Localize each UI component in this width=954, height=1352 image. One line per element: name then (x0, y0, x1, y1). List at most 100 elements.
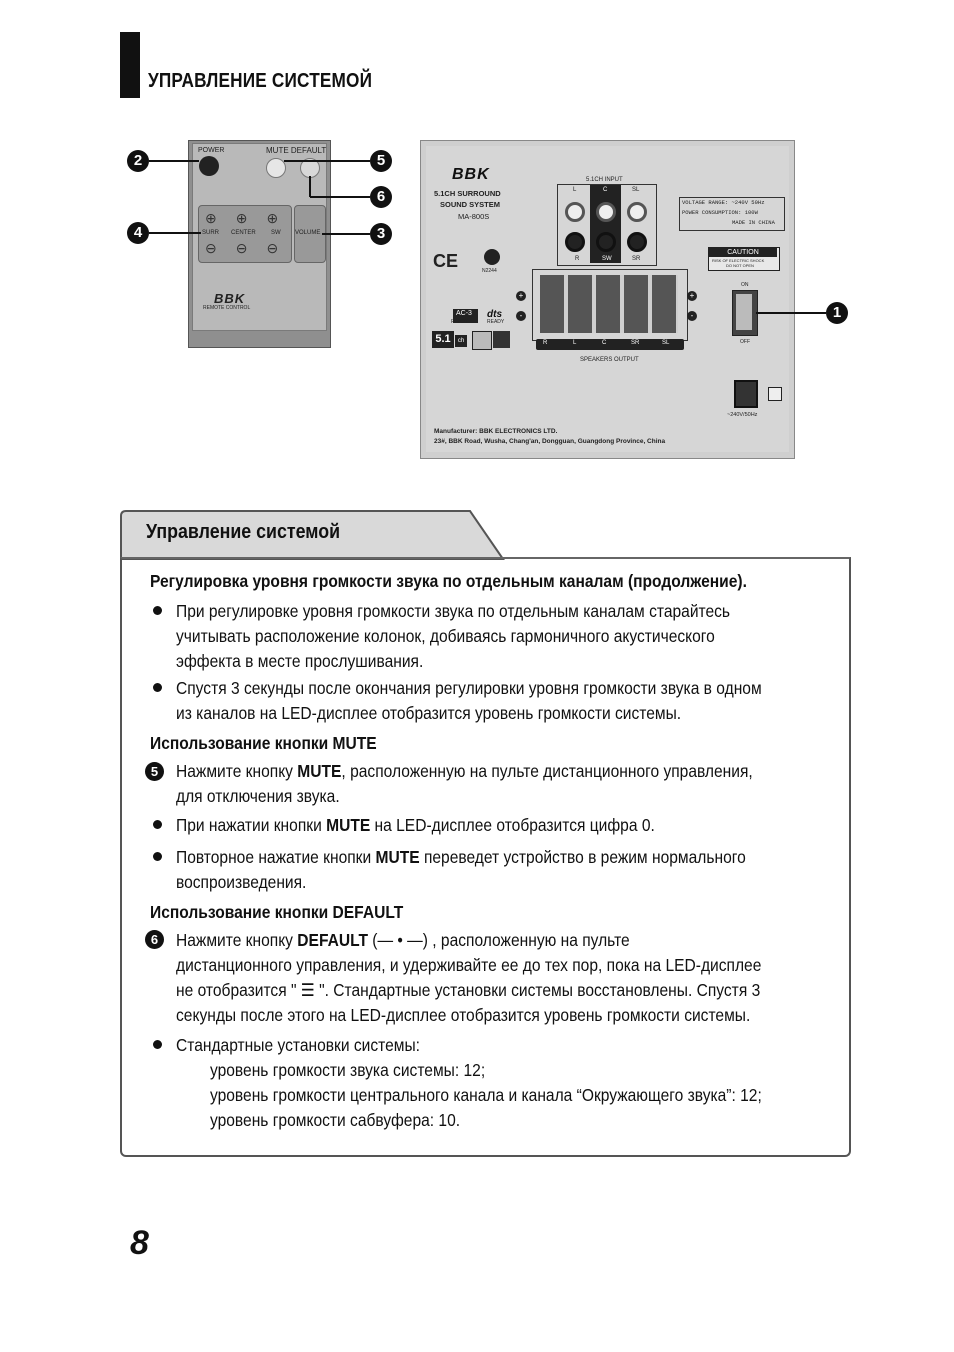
jack-c (596, 202, 616, 222)
speakers-output-label: SPEAKERS OUTPUT (580, 357, 639, 363)
ac3-ready: READY (451, 319, 469, 325)
bullet-2-line-2: из каналов на LED-дисплее отобразится ур… (176, 703, 682, 723)
mute-step-line-1: Нажмите кнопку MUTE, расположенную на пу… (176, 761, 753, 781)
mute-step-line-2: для отключения звука. (176, 786, 340, 806)
jack-label-sw: SW (602, 256, 612, 262)
callout-2-line (149, 160, 199, 162)
remote-mute-button (266, 158, 286, 178)
remote-plus-row: ⊕⊕⊕ (205, 210, 298, 226)
callout-5: 5 (370, 150, 392, 172)
panel-power: POWER CONSUMPTION: 100W (682, 209, 758, 216)
ce-mark: CE (433, 251, 459, 271)
step-number-6: 6 (145, 930, 164, 949)
speaker-terminals (540, 275, 678, 333)
panel-address: 23#, BBK Road, Wusha, Chang'an, Dongguan… (434, 438, 666, 445)
jack-label-sr: SR (632, 256, 641, 262)
remote-power-label: POWER (198, 147, 225, 154)
remote-surr-label: SURR (202, 230, 220, 236)
subtitle-mute: Использование кнопки MUTE (150, 733, 377, 753)
spk-label-sl: SL (662, 340, 670, 346)
section-tab-title: Управление системой (146, 521, 341, 543)
remote-minus-row: ⊖⊖⊖ (205, 240, 298, 256)
remote-caption: REMOTE CONTROL (203, 305, 251, 311)
default-step-line-1: Нажмите кнопку DEFAULT (— • —) , располо… (176, 930, 630, 950)
remote-brand: BBK (214, 291, 246, 306)
bullet-2-line-1: Спустя 3 секунды после окончания регулир… (176, 678, 762, 698)
bullet-2 (153, 683, 162, 692)
certification-icon (484, 249, 500, 265)
panel-line2: SOUND SYSTEM (440, 200, 501, 209)
jack-label-sl: SL (632, 187, 640, 193)
callout-3: 3 (370, 223, 392, 245)
page-number: 8 (130, 1224, 149, 1262)
jack-label-l: L (573, 187, 577, 193)
speaker-minus-left: - (516, 311, 526, 321)
remote-mute-default-label: MUTE DEFAULT (266, 146, 327, 155)
bullet-mute-2 (153, 852, 162, 861)
remote-volume-label: VOLUME (295, 230, 321, 236)
callout-3-line (322, 233, 370, 235)
panel-brand: BBK (452, 166, 490, 183)
double-insulation-icon (768, 387, 782, 401)
misc-logo (493, 331, 510, 348)
switch-off-label: OFF (740, 339, 750, 345)
bullet-1 (153, 606, 162, 615)
mute-bullet-2-line-2: воспроизведения. (176, 872, 307, 892)
default-step-line-4: секунды после этого на LED-дисплее отобр… (176, 1005, 751, 1025)
defaults-title: Стандартные установки системы: (176, 1035, 420, 1055)
callout-2: 2 (127, 150, 149, 172)
ac3-text: AC-3 (456, 310, 472, 317)
switch-on-label: ON (741, 282, 749, 288)
dts-logo: dts (487, 309, 502, 320)
panel-made: MADE IN CHINA (732, 219, 775, 226)
spk-label-c: C (602, 340, 607, 346)
mute-bullet-2-line-1: Повторное нажатие кнопки MUTE переведет … (176, 847, 746, 867)
ch-logo: ch (455, 335, 467, 347)
defaults-subwoofer-volume: уровень громкости сабвуфера: 10. (210, 1110, 461, 1130)
spk-label-r: R (543, 340, 548, 346)
section-box (120, 557, 851, 1157)
panel-line1: 5.1CH SURROUND (434, 189, 501, 198)
caution-sub2: DO NOT OPEN (726, 263, 754, 268)
header-bar (120, 32, 140, 98)
panel-manufacturer: Manufacturer: BBK ELECTRONICS LTD. (434, 428, 558, 435)
jack-sr (627, 232, 647, 252)
jack-sw (596, 232, 616, 252)
input-jack-panel (557, 184, 657, 266)
panel-model: MA-800S (458, 212, 490, 221)
speaker-plus-right: + (687, 291, 697, 301)
remote-level-pad (198, 205, 292, 263)
panel-input-title: 5.1CH INPUT (586, 177, 623, 183)
bullet-1-line-1: При регулировке уровня громкости звука п… (176, 601, 731, 621)
callout-6-line-vertical (309, 176, 311, 197)
mains-label: ~240V/50Hz (727, 412, 758, 418)
jack-r (565, 232, 585, 252)
remote-volume-pad (294, 205, 326, 263)
caution-title: CAUTION (709, 248, 777, 257)
defaults-center-surround-volume: уровень громкости центрального канала и … (210, 1085, 762, 1105)
remote-sw-label: SW (271, 230, 281, 236)
page-title: УПРАВЛЕНИЕ СИСТЕМОЙ (148, 70, 373, 92)
jack-l (565, 202, 585, 222)
dolby-logo (472, 331, 492, 350)
ac3-logo (453, 309, 478, 323)
speaker-plus-left: + (516, 291, 526, 301)
subtitle-default: Использование кнопки DEFAULT (150, 902, 404, 922)
dts-ready: READY (487, 319, 505, 325)
speaker-label-strip (536, 339, 684, 350)
panel-cert: N2244 (482, 268, 497, 274)
speaker-minus-right: - (687, 311, 697, 321)
remote-center-label: CENTER (231, 230, 256, 236)
rating-label-box (679, 197, 785, 231)
section-tab (120, 510, 505, 560)
jack-label-r: R (575, 256, 580, 262)
default-step-line-2: дистанционного управления, и удерживайте… (176, 955, 762, 975)
jack-sl (627, 202, 647, 222)
callout-6-line (310, 196, 370, 198)
subtitle-volume-channels: Регулировка уровня громкости звука по от… (150, 571, 747, 591)
bullet-defaults (153, 1040, 162, 1049)
mains-socket (734, 380, 758, 408)
remote-power-button (199, 156, 219, 176)
callout-4-line (149, 232, 201, 234)
bullet-mute-1 (153, 820, 162, 829)
